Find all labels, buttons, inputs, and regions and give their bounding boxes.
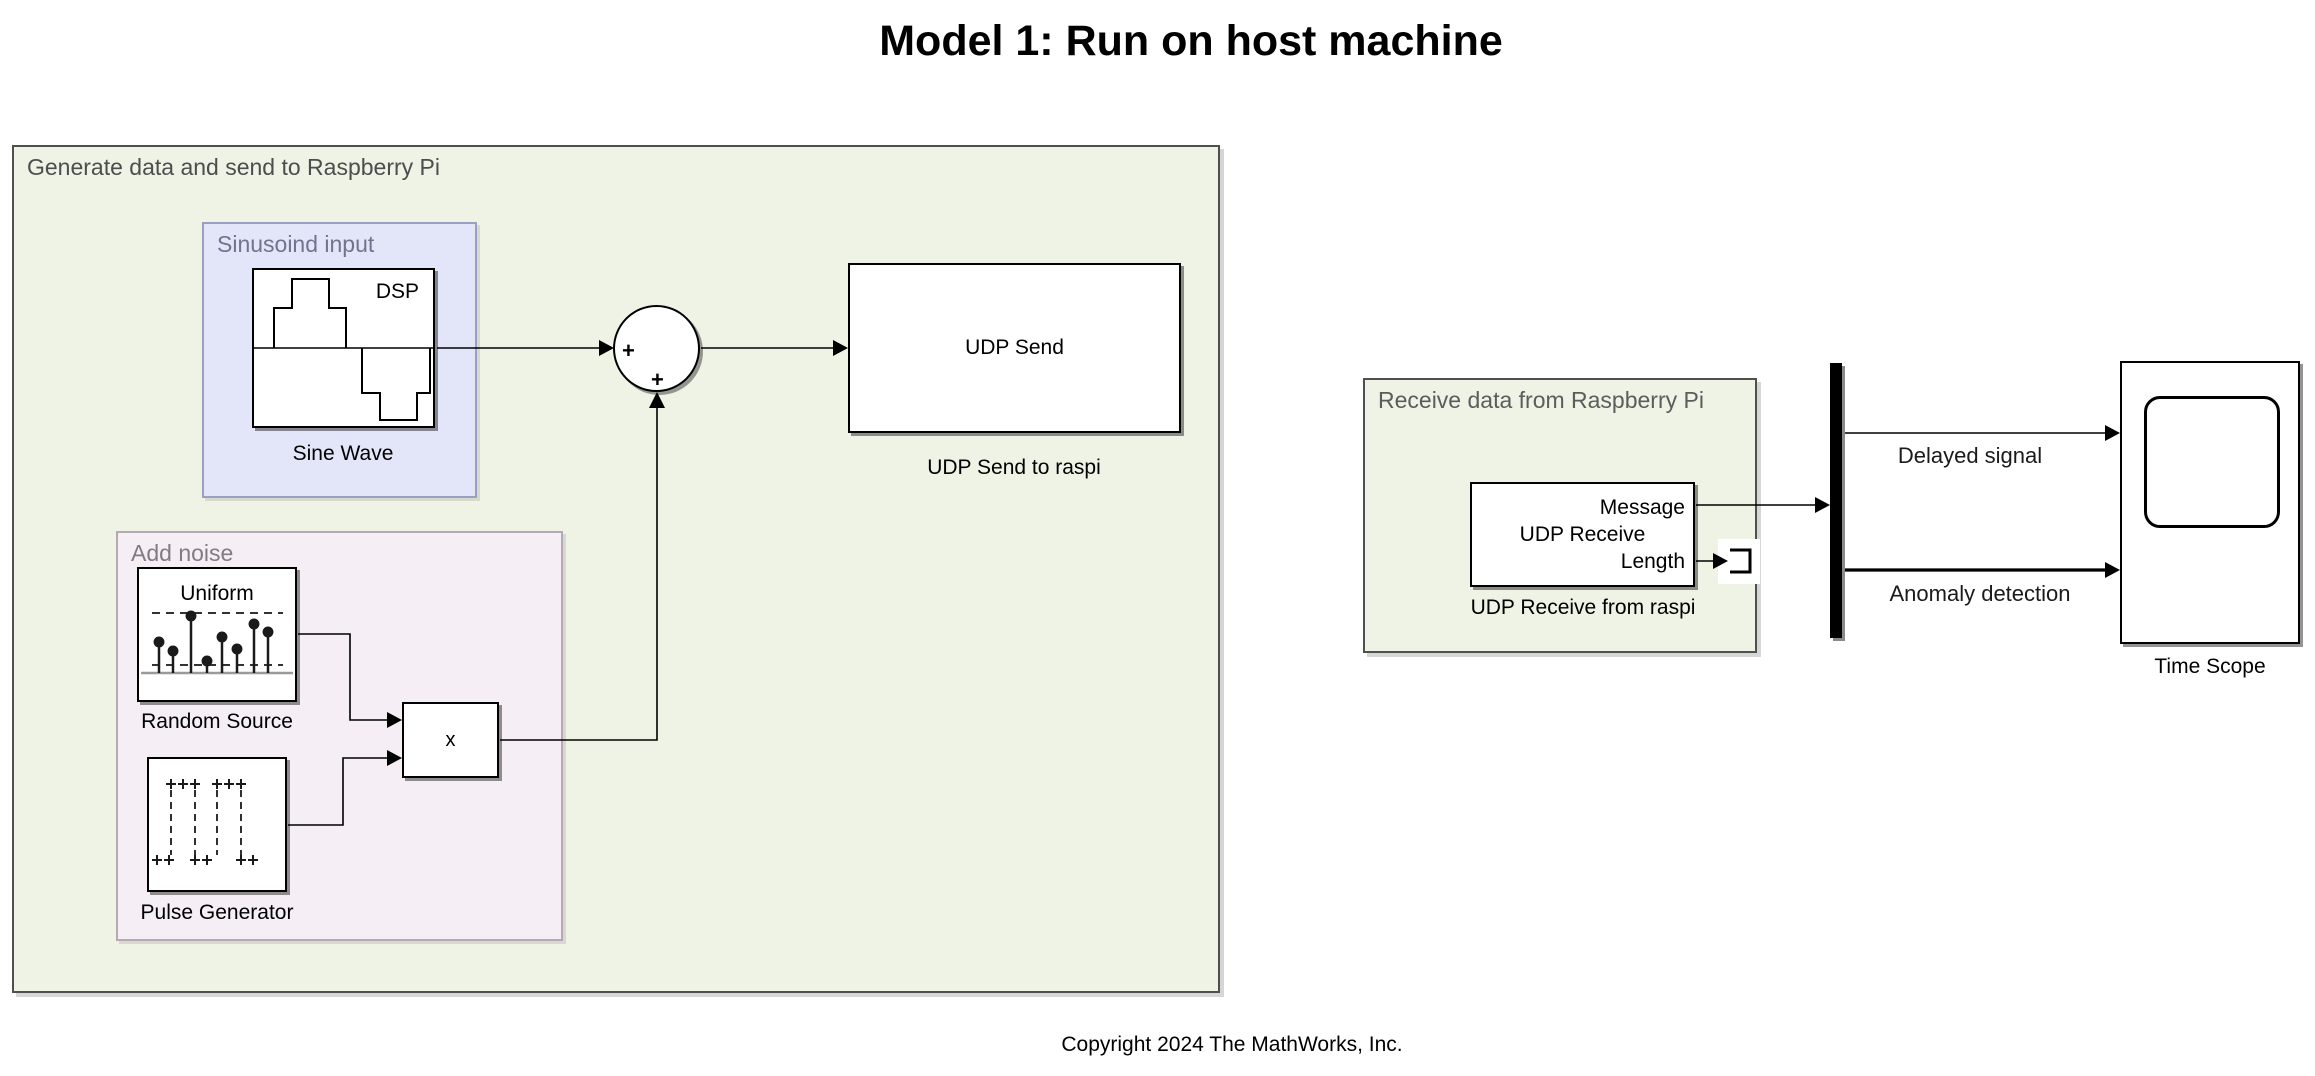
page-title: Model 1: Run on host machine — [879, 17, 1503, 65]
pulse-generator-label: Pulse Generator — [140, 901, 294, 924]
udp-send-block-text: UDP Send — [965, 336, 1064, 359]
pulse-generator-icon — [152, 779, 258, 865]
random-source-block[interactable]: Uniform — [137, 567, 297, 702]
time-scope-block[interactable] — [2120, 361, 2300, 644]
area-add-noise-label: Add noise — [131, 540, 234, 566]
demux-bar[interactable] — [1830, 363, 1842, 638]
time-scope-label: Time Scope — [2154, 655, 2266, 678]
sine-wave-label: Sine Wave — [292, 442, 394, 465]
random-source-label: Random Source — [141, 710, 293, 733]
random-source-icon — [141, 610, 293, 675]
sum-block[interactable]: + + — [613, 305, 700, 392]
demux-bar-shadow — [1833, 366, 1845, 641]
time-scope-screen-icon — [2144, 396, 2280, 528]
sum-sign-bottom: + — [651, 367, 664, 392]
sum-sign-left: + — [622, 338, 635, 363]
product-block[interactable]: x — [402, 702, 499, 778]
udp-send-label: UDP Send to raspi — [927, 456, 1101, 479]
pulse-generator-block[interactable] — [147, 757, 287, 892]
udp-receive-block[interactable]: Message UDP Receive Length — [1470, 482, 1695, 587]
udp-receive-block-text: UDP Receive — [1519, 523, 1646, 546]
area-generate-send-label: Generate data and send to Raspberry Pi — [27, 154, 440, 180]
signal-label-delayed: Delayed signal — [1897, 443, 2043, 468]
udp-receive-port-message: Message — [1599, 496, 1685, 519]
sine-wave-icon — [254, 278, 433, 421]
sine-wave-dsp-tag: DSP — [375, 280, 419, 303]
udp-receive-label: UDP Receive from raspi — [1470, 596, 1696, 619]
product-operator: x — [445, 728, 456, 751]
area-receive-data-label: Receive data from Raspberry Pi — [1378, 387, 1704, 413]
signal-label-anomaly: Anomaly detection — [1889, 581, 2071, 606]
udp-receive-port-length: Length — [1620, 550, 1685, 573]
random-source-uniform-tag: Uniform — [180, 582, 254, 605]
copyright-text: Copyright 2024 The MathWorks, Inc. — [1061, 1033, 1403, 1056]
area-sinusoid-input-label: Sinusoind input — [217, 231, 375, 257]
sine-wave-block[interactable]: DSP — [252, 268, 435, 428]
udp-send-block[interactable]: UDP Send — [848, 263, 1181, 433]
